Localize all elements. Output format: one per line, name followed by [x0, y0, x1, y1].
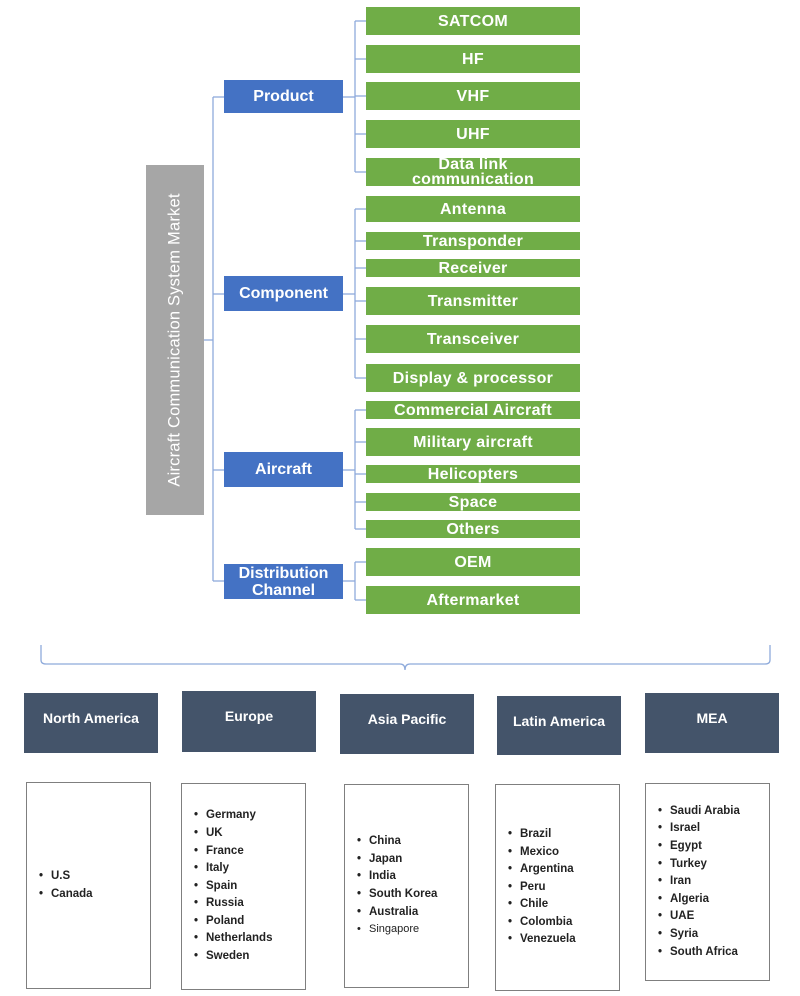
country-item: •South Africa [658, 945, 738, 958]
country-item: •Israel [658, 822, 701, 835]
countries-latin-america: •Brazil •Mexico •Argentina •Peru •Chile … [495, 784, 620, 991]
country-item: •UAE [658, 910, 695, 923]
leaf-satcom: SATCOM [366, 7, 580, 35]
root-label: Aircraft Communication System Market [165, 193, 184, 487]
leaf-oem: OEM [366, 548, 580, 576]
leaf-antenna: Antenna [366, 196, 580, 222]
country-item: •Brazil [508, 827, 552, 840]
countries-europe: •Germany •UK •France •Italy •Spain •Russ… [181, 783, 306, 990]
country-item: •India [357, 870, 396, 883]
country-item: •Australia [357, 905, 419, 918]
country-item: •Canada [39, 887, 93, 900]
country-item: •Russia [194, 897, 244, 910]
leaf-uhf: UHF [366, 120, 580, 148]
leaf-display-processor: Display & processor [366, 364, 580, 392]
country-item: •Colombia [508, 915, 573, 928]
country-item: •South Korea [357, 888, 438, 900]
country-item: •Singapore [357, 923, 420, 936]
country-item: •U.S [39, 869, 71, 882]
leaf-transceiver: Transceiver [366, 325, 580, 353]
category-distribution-channel: Distribution Channel [224, 564, 343, 599]
country-item: •Japan [357, 852, 403, 865]
leaf-others: Others [366, 520, 580, 538]
countries-mea: •Saudi Arabia •Israel •Egypt •Turkey •Ir… [645, 783, 770, 981]
country-item: •Germany [194, 809, 256, 822]
region-asia-pacific: Asia Pacific [340, 694, 474, 754]
country-item: •Chile [508, 898, 549, 911]
country-item: •France [194, 844, 244, 857]
country-item: •Poland [194, 914, 245, 927]
country-item: •China [357, 835, 401, 848]
category-product: Product [224, 80, 343, 113]
region-mea: MEA [645, 693, 779, 753]
country-item: •Algeria [658, 892, 709, 905]
region-europe: Europe [182, 691, 316, 752]
countries-asia-pacific: •China •Japan •India •South Korea •Austr… [344, 784, 469, 988]
leaf-space: Space [366, 493, 580, 511]
country-item: •Sweden [194, 950, 250, 963]
country-item: •Venezuela [508, 933, 576, 946]
country-item: •Italy [194, 862, 230, 875]
leaf-aftermarket: Aftermarket [366, 586, 580, 614]
region-north-america: North America [24, 693, 158, 753]
country-item: •Spain [194, 879, 238, 892]
country-item: •Syria [658, 927, 699, 940]
country-item: •Egypt [658, 840, 702, 853]
leaf-data-link-communication: Data link communication [366, 157, 580, 188]
leaf-receiver: Receiver [366, 259, 580, 277]
country-item: •Peru [508, 880, 546, 893]
country-item: •Mexico [508, 845, 559, 858]
country-item: •Turkey [658, 857, 707, 870]
root-node: Aircraft Communication System Market [146, 165, 204, 515]
leaf-vhf: VHF [366, 82, 580, 110]
leaf-transponder: Transponder [366, 232, 580, 250]
country-item: •Saudi Arabia [658, 804, 740, 817]
leaf-helicopters: Helicopters [366, 465, 580, 483]
category-aircraft: Aircraft [224, 452, 343, 487]
countries-north-america: •U.S •Canada [26, 782, 151, 989]
category-component: Component [224, 276, 343, 311]
leaf-military-aircraft: Military aircraft [366, 428, 580, 456]
country-item: •Argentina [508, 863, 574, 876]
leaf-hf: HF [366, 45, 580, 73]
leaf-commercial-aircraft: Commercial Aircraft [366, 401, 580, 419]
region-latin-america: Latin America [497, 696, 621, 755]
leaf-transmitter: Transmitter [366, 287, 580, 315]
country-item: •Netherlands [194, 932, 273, 945]
country-item: •UK [194, 826, 223, 839]
country-item: •Iran [658, 875, 692, 888]
